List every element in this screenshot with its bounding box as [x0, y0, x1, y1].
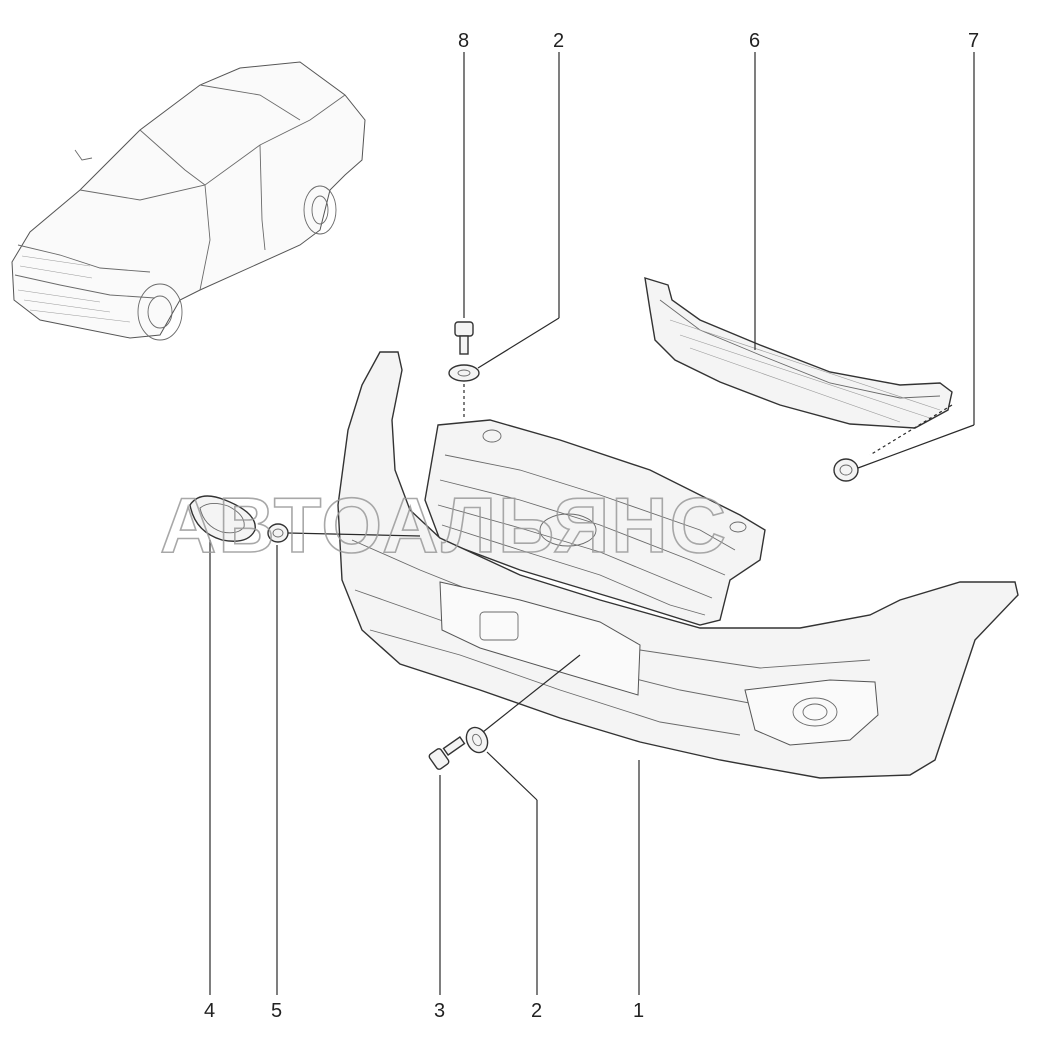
reinforcement-bar	[644, 277, 953, 429]
callout-3: 3	[434, 1000, 445, 1022]
radiator-grille	[424, 419, 766, 626]
washer-2-top	[448, 364, 480, 382]
watermark: АВТОАЛЬЯНС	[160, 481, 728, 569]
front-bumper	[337, 351, 1019, 779]
clip-7	[833, 458, 859, 482]
car-thumbnail	[11, 61, 366, 341]
callout-8-top: 8	[458, 30, 469, 52]
fog-lamp-trim	[189, 495, 256, 542]
bolt-3	[428, 736, 466, 770]
bolt-8	[454, 321, 474, 355]
washer-2-bottom	[465, 726, 489, 754]
callout-4: 4	[204, 1000, 215, 1022]
callout-2-bottom: 2	[531, 1000, 542, 1022]
leader-lines	[209, 52, 975, 995]
callout-5: 5	[271, 1000, 282, 1022]
callout-6: 6	[749, 30, 760, 52]
callout-1: 1	[633, 1000, 644, 1022]
callout-2-top: 2	[553, 30, 564, 52]
callout-7: 7	[968, 30, 979, 52]
